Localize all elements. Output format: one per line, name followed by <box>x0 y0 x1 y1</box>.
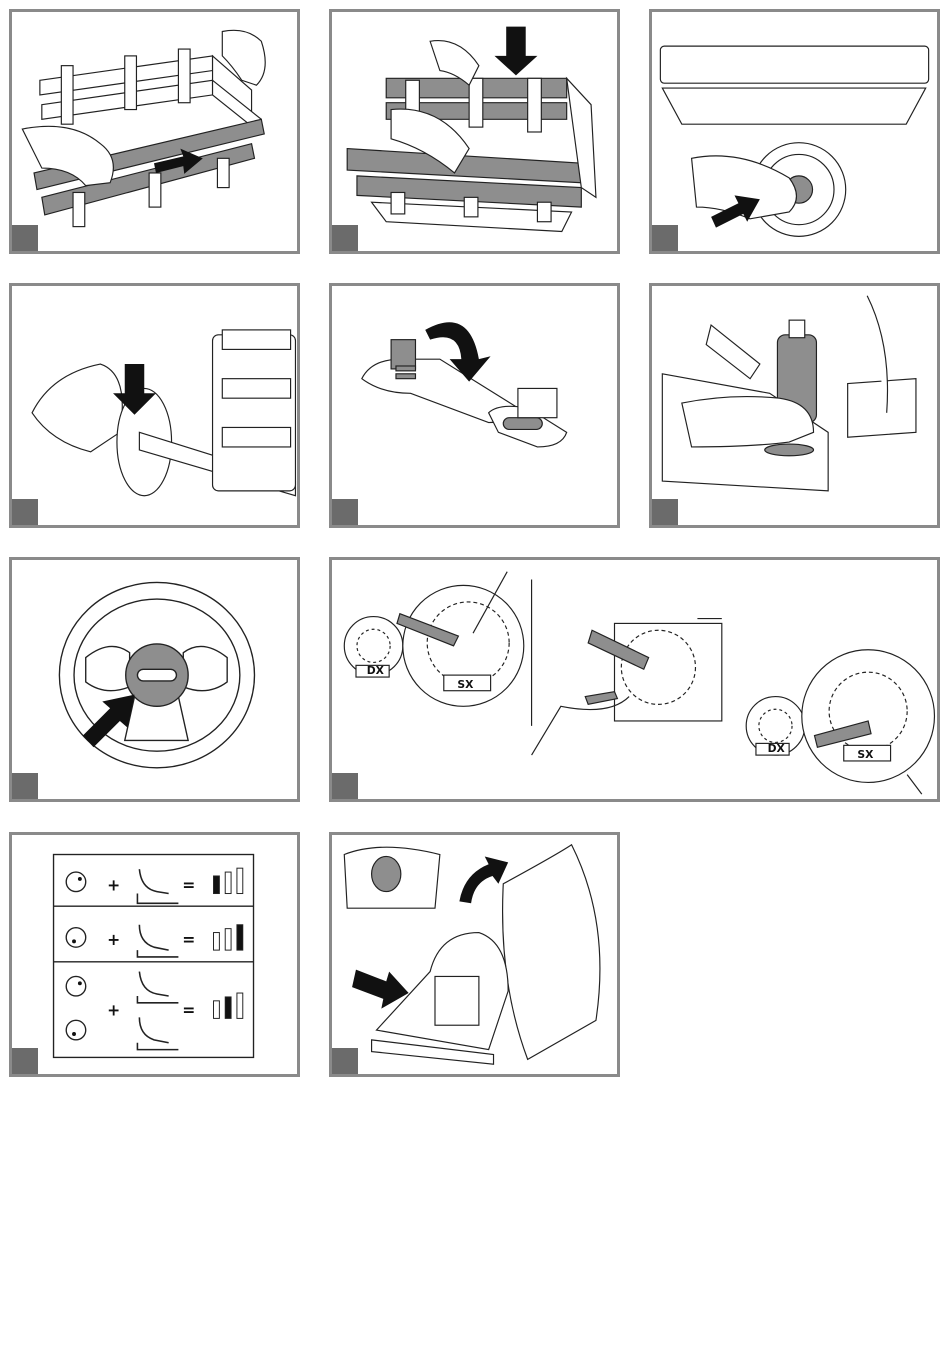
arrow-icon <box>494 27 537 76</box>
equals-symbol: = <box>182 877 195 895</box>
plus-symbol: + <box>107 877 120 895</box>
illustration-seat-position-table: + = + = + = <box>12 835 297 1074</box>
panel-step-1 <box>9 9 300 254</box>
hand-icon <box>682 397 814 447</box>
illustration-wheel-cap <box>652 12 937 251</box>
illustration-alignment-adjust: DX SX DX SX <box>332 560 937 799</box>
step-number-tab <box>652 225 678 251</box>
panel-step-9: + = + = + = <box>9 832 300 1077</box>
step-number-tab <box>652 499 678 525</box>
illustration-axle-pin <box>12 286 297 525</box>
step-number-tab <box>12 1048 38 1074</box>
step-number-tab <box>12 773 38 799</box>
illustration-fence-slide <box>12 12 297 251</box>
plus-symbol: + <box>107 931 120 949</box>
step-number-tab <box>12 225 38 251</box>
illustration-fence-insert <box>332 12 617 251</box>
illustration-hood-open <box>332 835 617 1074</box>
panel-step-3 <box>649 9 940 254</box>
left-wheel-label-dx: DX <box>367 664 385 677</box>
panel-step-7 <box>9 557 300 802</box>
panel-step-2 <box>329 9 620 254</box>
step-number-tab <box>12 499 38 525</box>
arrow-icon <box>459 856 508 903</box>
step-number-tab <box>332 1048 358 1074</box>
panel-step-4 <box>9 283 300 528</box>
step-number-tab <box>332 225 358 251</box>
step-number-tab <box>332 773 358 799</box>
step-number-tab <box>332 499 358 525</box>
arrow-icon <box>352 970 409 1009</box>
equals-symbol: = <box>182 931 195 949</box>
panel-step-5 <box>329 283 620 528</box>
panel-step-8: DX SX DX SX <box>329 557 940 802</box>
right-wheel-label-dx: DX <box>768 742 786 755</box>
panel-step-6 <box>649 283 940 528</box>
screwdriver-icon <box>585 692 617 705</box>
equals-symbol: = <box>182 1001 195 1019</box>
illustration-lever-rotate <box>332 286 617 525</box>
right-wheel-label-sx: SX <box>857 748 874 761</box>
plus-symbol: + <box>107 1001 120 1019</box>
left-wheel-label-sx: SX <box>457 678 474 691</box>
panel-step-10 <box>329 832 620 1077</box>
illustration-steering-horn <box>12 560 297 799</box>
illustration-bottle-fill <box>652 286 937 525</box>
